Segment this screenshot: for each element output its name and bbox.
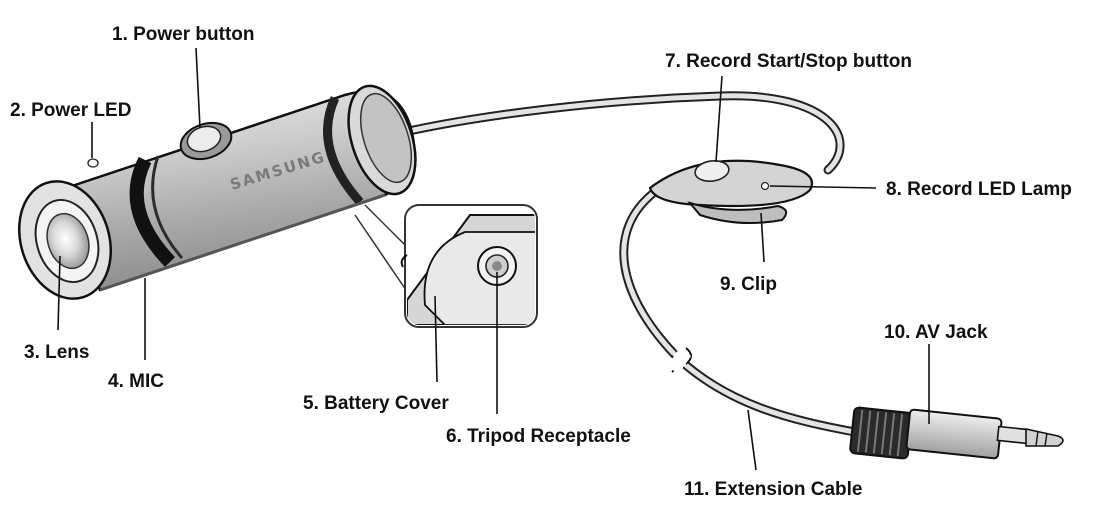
label-battery-cover: 5. Battery Cover xyxy=(303,393,449,414)
label-mic: 4. MIC xyxy=(108,371,164,392)
label-record-button: 7. Record Start/Stop button xyxy=(665,51,912,72)
label-clip: 9. Clip xyxy=(720,274,777,295)
remote-control xyxy=(648,159,813,225)
label-power-button: 1. Power button xyxy=(112,24,255,45)
label-lens: 3. Lens xyxy=(24,342,89,363)
record-button xyxy=(694,160,730,182)
lens-glass xyxy=(46,212,90,270)
record-led xyxy=(760,181,770,191)
label-tripod-receptacle: 6. Tripod Receptacle xyxy=(446,426,631,447)
detail-inset xyxy=(354,204,538,328)
label-extension-cable: 11. Extension Cable xyxy=(684,479,862,500)
label-record-led: 8. Record LED Lamp xyxy=(886,179,1072,200)
cable-upper xyxy=(395,91,845,175)
label-power-led: 2. Power LED xyxy=(10,100,131,121)
power-led xyxy=(87,158,99,168)
extension-cable xyxy=(619,183,860,437)
leader-lines xyxy=(57,47,930,471)
camera-body: SAMSUNG xyxy=(17,84,417,300)
av-jack-plug xyxy=(849,406,1064,460)
label-av-jack: 10. AV Jack xyxy=(884,322,988,343)
